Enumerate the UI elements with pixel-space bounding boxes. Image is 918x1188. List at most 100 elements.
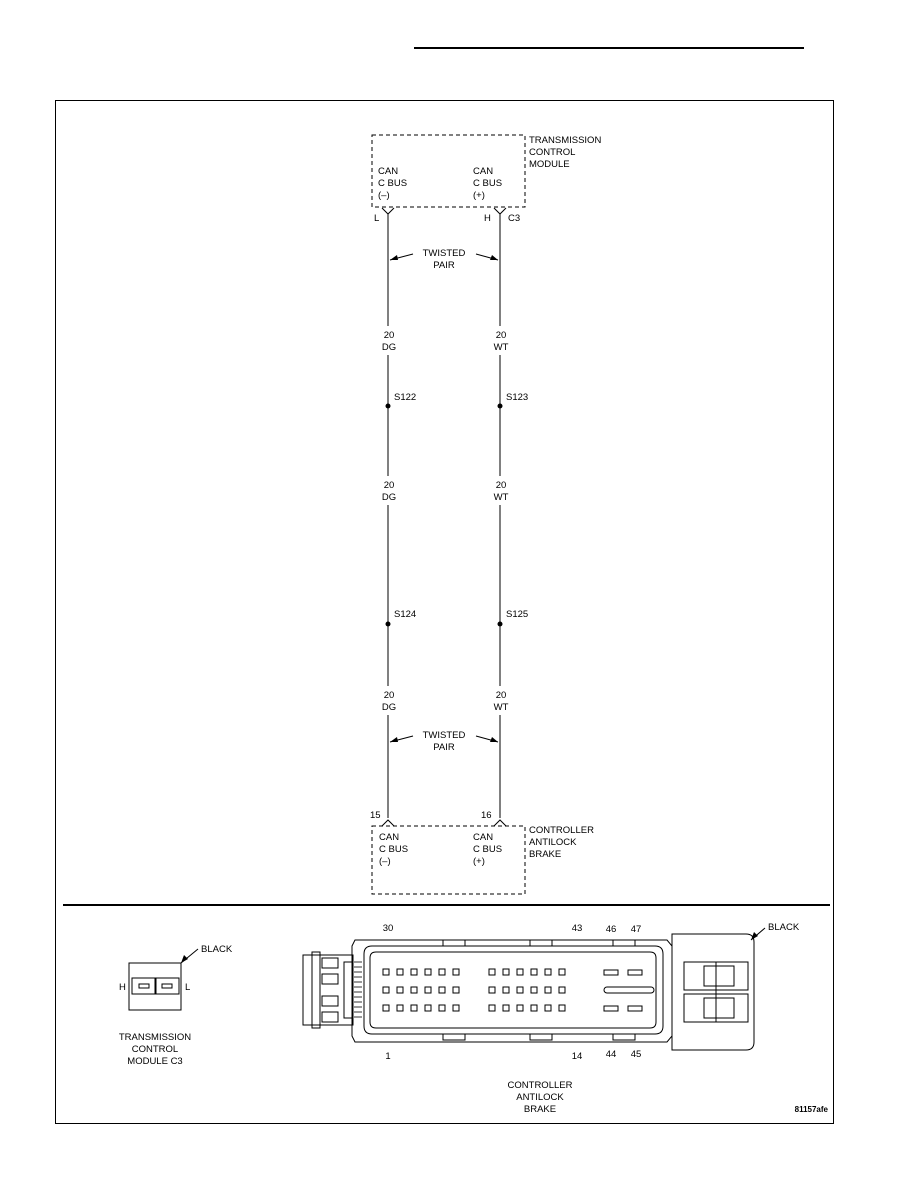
cab-connector-key-bottom-3 xyxy=(612,1033,636,1041)
diagram-frame xyxy=(55,100,834,1124)
cab-left-terminal-symbol xyxy=(381,819,395,827)
tcm-left-terminal-symbol xyxy=(381,207,395,215)
wire-left-seg1-gauge: 20 xyxy=(384,330,395,341)
cab-right-pin-line-3: (+) xyxy=(473,856,485,867)
cab-pin-cavity xyxy=(438,968,446,976)
cab-pin-label-14: 14 xyxy=(572,1051,583,1062)
cab-connector-lock-window-1 xyxy=(703,965,735,987)
tcm-left-terminal-label: L xyxy=(374,213,379,224)
tcm-connector-caption-line-1: TRANSMISSION xyxy=(119,1032,191,1043)
twisted-pair-bottom-left-arrow xyxy=(390,737,398,742)
cab-connector-latch-edge xyxy=(343,961,353,1019)
cab-pin-cavity xyxy=(382,986,390,994)
cab-connector-key-top-3 xyxy=(612,939,636,947)
cab-connector-color-label: BLACK xyxy=(768,922,800,933)
tcm-connector-label: C3 xyxy=(508,213,520,224)
cab-pin-label-1: 1 xyxy=(385,1051,390,1062)
cab-connector-face-inner xyxy=(369,951,657,1029)
cab-connector-lock-window-2 xyxy=(703,997,735,1019)
tcm-connector-view: H L BLACK TRANSMISSION CONTROL MODULE C3 xyxy=(119,944,233,1067)
cab-title-line-3: BRAKE xyxy=(529,849,561,860)
wire-right-seg2-gauge: 20 xyxy=(496,480,507,491)
cab-left-pin-line-1: CAN xyxy=(379,832,399,843)
cab-connector-latch-tab-4 xyxy=(321,1011,339,1023)
cab-pin-label-30: 30 xyxy=(383,923,394,934)
splice-s123-label: S123 xyxy=(506,392,528,403)
cab-title-line-1: CONTROLLER xyxy=(529,825,594,836)
cab-pin-cavity xyxy=(530,1004,538,1012)
twisted-pair-top-line-2: PAIR xyxy=(433,260,455,271)
header-rule xyxy=(414,47,804,49)
tcm-left-pin-line-2: C BUS xyxy=(378,178,407,189)
cab-power-terminal xyxy=(603,969,619,976)
cab-connector-latch-tab-1 xyxy=(321,957,339,969)
tcm-right-pin-line-3: (+) xyxy=(473,190,485,201)
cab-connector-view: 30 43 46 47 1 14 44 45 BLACK CONTROLLER … xyxy=(302,922,800,1115)
cab-pin-cavity xyxy=(410,968,418,976)
cab-pin-cavity xyxy=(382,968,390,976)
tcm-right-terminal-symbol xyxy=(493,207,507,215)
twisted-pair-bottom: TWISTED PAIR xyxy=(389,730,499,753)
tcm-connector-cavity-l xyxy=(154,977,180,995)
cab-pin-cavity xyxy=(544,986,552,994)
cab-pin-cavity xyxy=(488,986,496,994)
cab-connector-latch-rib xyxy=(311,951,321,1029)
tcm-right-terminal-label: H xyxy=(484,213,491,224)
tcm-connector-color-arrow xyxy=(181,955,188,963)
twisted-pair-top-line-1: TWISTED xyxy=(423,248,466,259)
cab-pin-cavity xyxy=(558,986,566,994)
wire-right-seg3-gauge: 20 xyxy=(496,690,507,701)
cab-connector-key-top-2 xyxy=(529,939,553,947)
cab-connector-key-top-1 xyxy=(442,939,466,947)
cab-pin-cavity xyxy=(410,1004,418,1012)
wire-left-seg3-color: DG xyxy=(382,702,396,713)
tcm-connector-cavity-h xyxy=(131,977,157,995)
cab-pin-cavity xyxy=(424,986,432,994)
tcm-connector-caption-line-3: MODULE C3 xyxy=(127,1056,182,1067)
cab-pin-cavity xyxy=(410,986,418,994)
cab-pin-cavity xyxy=(530,986,538,994)
cab-right-pin-number: 16 xyxy=(481,810,492,821)
cab-pin-cavity xyxy=(544,968,552,976)
splice-s124-label: S124 xyxy=(394,609,416,620)
cab-power-terminal xyxy=(603,1005,619,1012)
tcm-right-pin-line-2: C BUS xyxy=(473,178,502,189)
figure-id: 81157afe xyxy=(795,1105,829,1114)
cab-connector-face xyxy=(363,945,664,1035)
wire-left-seg2-color: DG xyxy=(382,492,396,503)
tcm-connector-pin-l: L xyxy=(185,982,190,993)
cab-pin-cavity xyxy=(488,1004,496,1012)
cab-connector-key-bottom-1 xyxy=(442,1033,466,1041)
cab-connector-caption-line-3: BRAKE xyxy=(524,1104,556,1115)
twisted-pair-top: TWISTED PAIR xyxy=(389,248,499,271)
twisted-pair-top-left-arrow xyxy=(390,255,398,260)
cab-title-line-2: ANTILOCK xyxy=(529,837,577,848)
cab-right-terminal-symbol xyxy=(493,819,507,827)
cab-pin-cavity xyxy=(558,968,566,976)
cab-pin-cavity xyxy=(502,1004,510,1012)
tcm-left-pin-line-3: (–) xyxy=(378,190,390,201)
wire-left-seg3-gauge: 20 xyxy=(384,690,395,701)
cab-pin-cavity xyxy=(452,986,460,994)
splice-s122-label: S122 xyxy=(394,392,416,403)
cab-pin-cavity xyxy=(396,1004,404,1012)
cab-pin-cavity xyxy=(396,986,404,994)
tcm-left-pin-line-1: CAN xyxy=(378,166,398,177)
cab-connector-caption-line-1: CONTROLLER xyxy=(508,1080,573,1091)
cab-connector-latch-tab-3 xyxy=(321,995,339,1007)
wire-right-seg1-color: WT xyxy=(494,342,509,353)
wire-right-seg3-color: WT xyxy=(494,702,509,713)
cab-pin-label-44: 44 xyxy=(606,1049,617,1060)
wire-left-seg1-color: DG xyxy=(382,342,396,353)
cab-right-pin-line-2: C BUS xyxy=(473,844,502,855)
twisted-pair-bottom-line-2: PAIR xyxy=(433,742,455,753)
cab-power-terminal xyxy=(627,1005,643,1012)
cab-pin-cavity xyxy=(488,968,496,976)
twisted-pair-bottom-right-arrow xyxy=(490,737,498,742)
twisted-pair-top-right-arrow xyxy=(490,255,498,260)
cab-pin-cavity xyxy=(502,968,510,976)
tcm-connector-terminal-h xyxy=(138,983,150,989)
cab-pin-cavity xyxy=(396,968,404,976)
tcm-module: TRANSMISSION CONTROL MODULE CAN C BUS (–… xyxy=(371,134,601,224)
cab-pin-cavity xyxy=(438,986,446,994)
